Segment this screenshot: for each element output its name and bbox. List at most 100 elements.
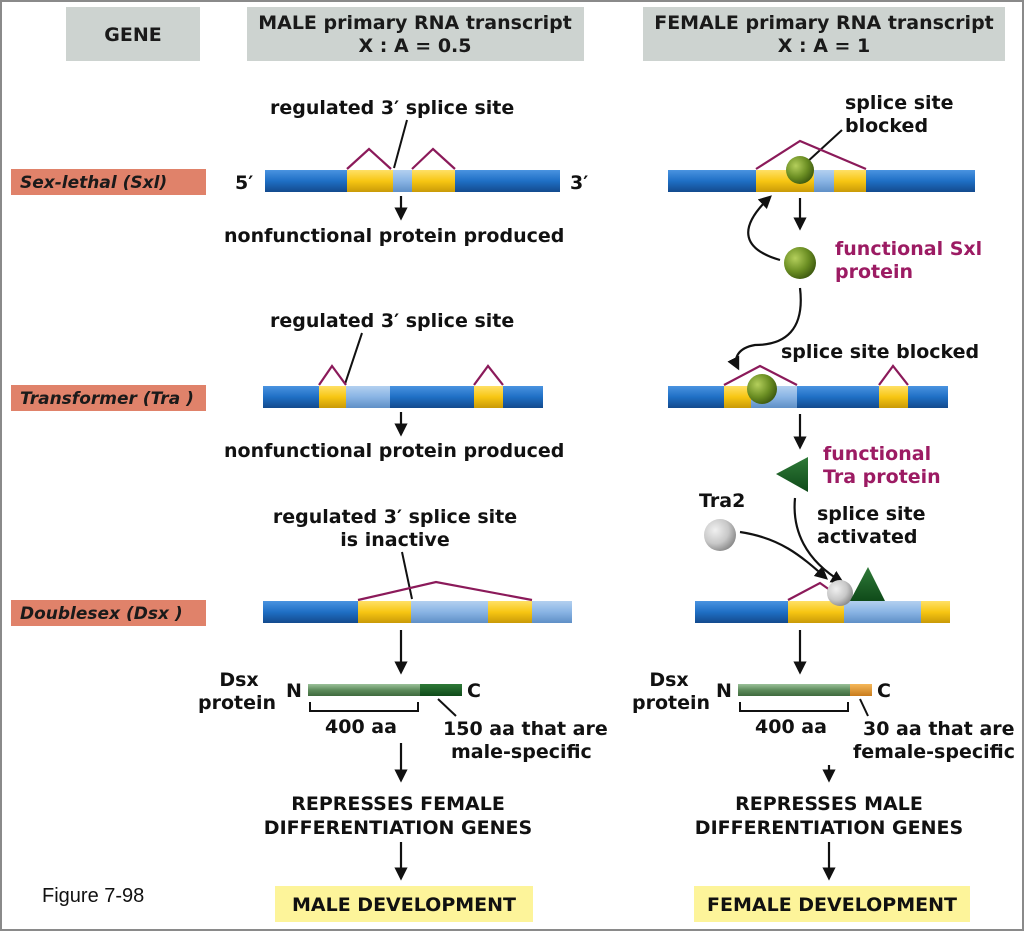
exon-yellow — [347, 170, 393, 192]
female-dsx-transcript: Tra2 splice site activated Dsx protein N… — [632, 490, 1015, 922]
exon-blue — [866, 170, 975, 192]
male-tra-site-pointer — [344, 332, 363, 385]
male-dsx-transcript: regulated 3′ splice site is inactive Dsx… — [198, 506, 608, 922]
sxl-protein-bound — [786, 156, 814, 184]
exon-blue — [668, 170, 756, 192]
exon-blue — [503, 386, 543, 408]
tra2-label: Tra2 — [699, 490, 745, 512]
tra2-protein-icon — [704, 519, 736, 551]
header-male-title: MALE primary RNA transcript — [258, 12, 572, 34]
intron-segment — [393, 170, 412, 192]
female-tra-transcript: splice site blocked functional Tra prote… — [668, 341, 979, 492]
header: GENE MALE primary RNA transcript X : A =… — [66, 7, 1005, 61]
dsx-female-specific-domain — [850, 684, 872, 696]
female-outcome: FEMALE DEVELOPMENT — [707, 894, 957, 916]
tra-arrow — [793, 497, 845, 584]
header-gene-box — [66, 7, 200, 61]
exon-blue — [263, 601, 358, 623]
gene-label-dsx: Doublesex (Dsx ) — [20, 604, 183, 624]
header-gene-label: GENE — [104, 24, 161, 46]
female-sxl-blocked-line1: splice site — [845, 92, 954, 114]
male-dsx-site-pointer — [401, 551, 413, 600]
male-tra-result: nonfunctional protein produced — [224, 440, 564, 462]
feedback-arrow — [747, 195, 781, 262]
exon-blue — [265, 170, 347, 192]
exon-yellow — [358, 601, 411, 623]
exon-blue — [797, 386, 879, 408]
specific-pointer — [437, 698, 457, 717]
male-outcome: MALE DEVELOPMENT — [292, 894, 516, 916]
exon-yellow — [488, 601, 532, 623]
exon-yellow — [921, 601, 950, 623]
intron-segment — [411, 601, 488, 623]
female-sxl-protein-line1: functional Sxl — [835, 238, 982, 260]
female-effect-line1: REPRESSES MALE — [735, 793, 923, 815]
male-effect-line1: REPRESSES FEMALE — [291, 793, 505, 815]
male-tra-site-label: regulated 3′ splice site — [270, 310, 514, 332]
female-dsx-protein-line2: protein — [632, 692, 710, 714]
exon-blue — [908, 386, 948, 408]
gene-label-dsx-box — [11, 600, 206, 626]
tra2-arrow — [739, 530, 828, 580]
gene-label-sxl-box — [11, 169, 206, 195]
splice-line — [755, 139, 867, 171]
male-sxl-site-pointer — [393, 119, 408, 169]
exon-yellow — [788, 601, 844, 623]
intron-segment — [346, 386, 390, 408]
exon-yellow — [474, 386, 503, 408]
male-n-terminus: N — [286, 680, 302, 702]
exon-blue — [455, 170, 560, 192]
splice-line — [723, 364, 798, 386]
sxl-to-tra-arrow — [727, 287, 802, 371]
female-specific-line1: 30 aa that are — [863, 718, 1015, 740]
exon-yellow — [724, 386, 751, 408]
female-dsx-protein-line1: Dsx — [649, 669, 688, 691]
gene-label-sxl: Sex-lethal (Sxl) — [20, 173, 167, 193]
specific-pointer — [859, 698, 869, 717]
intron-segment — [532, 601, 572, 623]
intron-segment — [814, 170, 834, 192]
male-effect-line2: DIFFERENTIATION GENES — [264, 817, 532, 839]
male-common-length: 400 aa — [325, 716, 397, 738]
exon-blue — [263, 386, 319, 408]
male-c-terminus: C — [467, 680, 481, 702]
five-prime-label: 5′ — [235, 172, 253, 194]
female-specific-line2: female-specific — [853, 741, 1015, 763]
header-female-ratio: X : A = 1 — [778, 35, 871, 57]
tra-protein-icon — [776, 457, 808, 492]
figure-label: Figure 7-98 — [42, 885, 144, 907]
exon-blue — [390, 386, 474, 408]
male-specific-line2: male-specific — [451, 741, 592, 763]
gene-label-tra-box — [11, 385, 206, 411]
tra-protein-bound — [850, 567, 885, 601]
female-sxl-transcript: splice site blocked functional Sxl prote… — [668, 92, 982, 371]
male-sxl-result: nonfunctional protein produced — [224, 225, 564, 247]
gene-labels: Sex-lethal (Sxl) Transformer (Tra ) Doub… — [11, 169, 206, 626]
exon-yellow — [319, 386, 346, 408]
sxl-protein-icon — [784, 247, 816, 279]
splice-line — [318, 364, 347, 386]
splice-line — [878, 364, 909, 386]
exon-yellow — [834, 170, 866, 192]
female-sxl-blocked-line2: blocked — [845, 115, 928, 137]
blocked-pointer — [805, 129, 843, 164]
female-tra-protein-line2: Tra protein — [823, 466, 941, 488]
female-effect-line2: DIFFERENTIATION GENES — [695, 817, 963, 839]
male-dsx-site-line1: regulated 3′ splice site — [273, 506, 517, 528]
female-activated-line1: splice site — [817, 503, 926, 525]
dsx-male-specific-domain — [420, 684, 462, 696]
header-female-box — [643, 7, 1005, 61]
male-dsx-protein-line2: protein — [198, 692, 276, 714]
male-tra-transcript: regulated 3′ splice site nonfunctional p… — [224, 310, 564, 462]
splice-line — [473, 364, 504, 386]
splice-line — [357, 580, 533, 602]
splice-line — [346, 147, 392, 170]
dsx-common-domain — [308, 684, 420, 696]
splice-line — [411, 147, 456, 170]
exon-yellow — [412, 170, 455, 192]
exon-blue — [695, 601, 788, 623]
female-outcome-box — [694, 886, 970, 922]
male-specific-line1: 150 aa that are — [443, 718, 608, 740]
